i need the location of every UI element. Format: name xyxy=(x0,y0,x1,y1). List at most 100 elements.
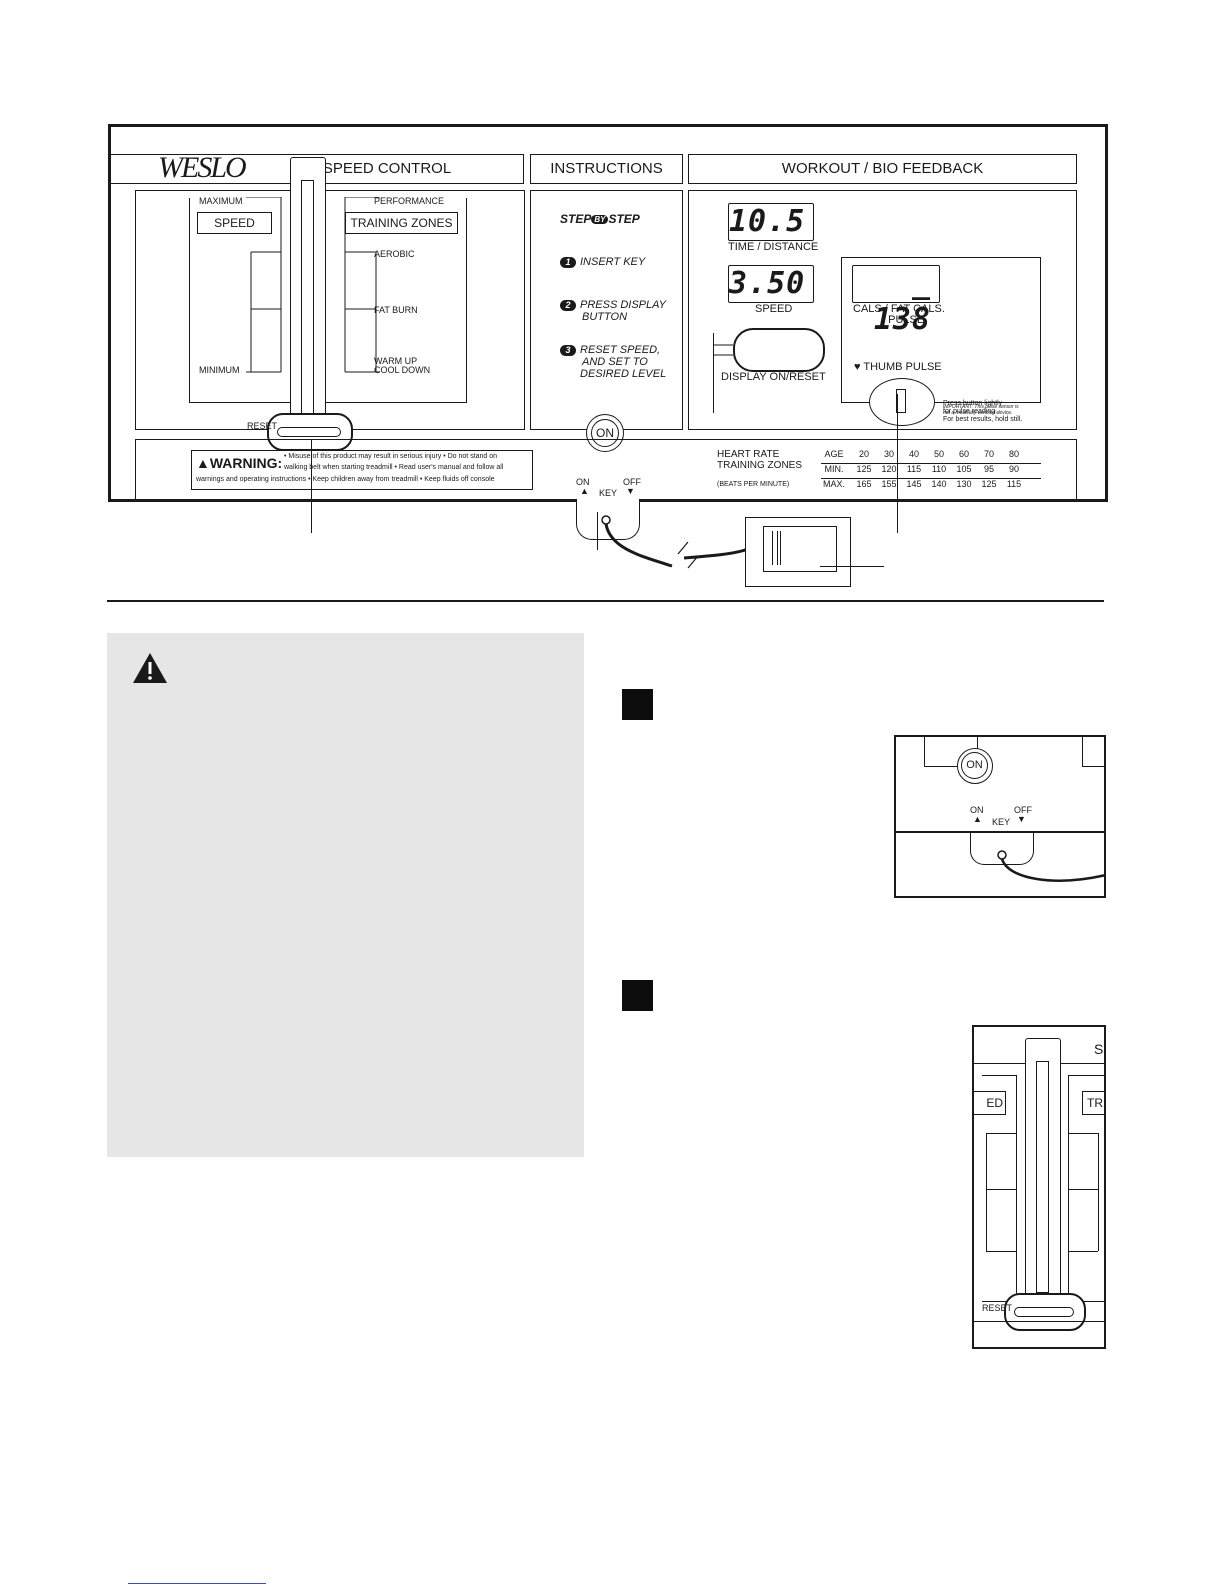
inset-ladder-bottom2 xyxy=(1068,1251,1098,1252)
section-divider xyxy=(107,600,1104,602)
pulse-panel xyxy=(841,257,1041,403)
bottom-strip xyxy=(135,439,1077,500)
hr-subtitle: (BEATS PER MINUTE) xyxy=(717,481,790,488)
key-on-arrow-icon: ▲ xyxy=(580,486,589,496)
hr-age: 50 xyxy=(933,449,944,459)
callout-line-pulse xyxy=(897,394,898,533)
inset-on-button[interactable]: ON xyxy=(957,748,993,784)
instructions-header: INSTRUCTIONS xyxy=(530,154,683,184)
important-line-1: IMPORTANT: This pulse sensor is xyxy=(943,404,1019,410)
inset-ladder-side2 xyxy=(1098,1133,1099,1251)
step-logo-right: STEP xyxy=(608,212,640,226)
display-frame-line xyxy=(713,333,824,413)
fat-burn-label: FAT BURN xyxy=(374,305,418,315)
footer-link-underline[interactable] xyxy=(128,1583,266,1584)
step-marker-2 xyxy=(622,980,653,1011)
step-2-number: 2 xyxy=(560,299,576,311)
aerobic-label: AEROBIC xyxy=(374,249,415,259)
cals-label1: CALS./ FAT CALS. xyxy=(853,303,945,315)
key-cord xyxy=(601,515,758,569)
inset-ladder-rung1 xyxy=(986,1133,1016,1134)
thumb-pulse-label: ♥ THUMB PULSE xyxy=(854,361,942,373)
instructions-title: INSTRUCTIONS xyxy=(550,160,663,177)
key-off-label: OFF xyxy=(623,477,641,487)
speed-slider-handle[interactable] xyxy=(267,413,353,451)
hr-max: 130 xyxy=(956,479,972,489)
inset-key: ON ON OFF ▲ KEY ▼ xyxy=(894,735,1106,898)
hr-max: 155 xyxy=(881,479,897,489)
inset-ladder-side1 xyxy=(986,1133,987,1251)
hr-label-age: AGE xyxy=(824,449,844,459)
hr-min: 115 xyxy=(906,464,922,474)
weslo-logo: WESLO xyxy=(158,151,247,184)
reset-label: RESET xyxy=(247,421,278,431)
warning-triangle-icon: ▲ xyxy=(196,455,210,471)
hr-max: 165 xyxy=(856,479,872,489)
key-off-arrow-icon: ▼ xyxy=(626,486,635,496)
inset-key-holder xyxy=(970,832,1034,865)
display-button-rails xyxy=(713,344,823,356)
important-line-2: not a medically certified device. xyxy=(943,410,1013,416)
hr-title-1: HEART RATE xyxy=(717,449,780,460)
inset-reset-label: RESET xyxy=(982,1303,1013,1313)
speed-display: 3.50 xyxy=(728,265,814,303)
speed-slider-track[interactable] xyxy=(290,157,326,437)
minimum-label: MINIMUM xyxy=(199,365,240,375)
pulse-sensor xyxy=(896,389,906,413)
inset-ladder-bottom1 xyxy=(986,1251,1016,1252)
inset-slider: S ED TR RESET xyxy=(972,1025,1106,1349)
speed-box: SPEED xyxy=(197,212,272,234)
hr-max: 125 xyxy=(981,479,997,489)
safety-key[interactable] xyxy=(745,517,851,587)
warning-title: ▲WARNING: xyxy=(196,455,282,471)
callout-line-key-holder xyxy=(597,512,598,550)
inset-bottom-line xyxy=(974,1321,1104,1322)
workout-title: WORKOUT / BIO FEEDBACK xyxy=(781,160,984,177)
on-button[interactable]: ON xyxy=(586,414,624,452)
inset-ladder-rung4 xyxy=(1068,1189,1098,1190)
step-2-line2: BUTTON xyxy=(582,311,628,323)
warning-triangle-icon xyxy=(133,653,167,683)
step-logo-left: STEP xyxy=(560,212,592,226)
warning-line1: • Misuse of this product may result in s… xyxy=(284,453,498,460)
key-label: KEY xyxy=(599,488,618,498)
inset-off-label: OFF xyxy=(1014,805,1032,815)
safety-key-ridge xyxy=(772,531,778,565)
on-button-inner: ON xyxy=(591,419,619,447)
callout-line-key xyxy=(820,566,884,567)
inset-slider-track[interactable] xyxy=(1025,1038,1061,1310)
step-3-line3: DESIRED LEVEL xyxy=(580,368,667,380)
hr-title-2: TRAINING ZONES xyxy=(717,460,803,471)
pulse-note-1: Press button lightly xyxy=(943,400,1003,407)
inset-key-cord xyxy=(997,850,1104,882)
inset-speed-box: ED xyxy=(974,1091,1006,1115)
hr-row-min: MIN. 125 120 115 110 105 95 90 xyxy=(821,464,1041,479)
inset-key-panel-right xyxy=(1082,737,1104,767)
maximum-label: MAXIMUM xyxy=(199,196,243,206)
inset-ladder-left xyxy=(982,1075,1017,1302)
warning-panel xyxy=(107,633,584,1157)
hr-max: 140 xyxy=(931,479,947,489)
hr-min: 95 xyxy=(983,464,994,474)
display-button[interactable] xyxy=(733,328,825,372)
hr-max: 115 xyxy=(1006,479,1022,489)
warning-title-text: WARNING: xyxy=(209,455,283,471)
workout-panel: 10.5 TIME / DISTANCE 3.50 SPEED DISPLAY … xyxy=(688,190,1077,430)
warning-label: ▲WARNING: • Misuse of this product may r… xyxy=(191,450,533,490)
warning-line2: walking belt when starting treadmill • R… xyxy=(284,464,504,471)
inset-slider-handle[interactable] xyxy=(1004,1293,1086,1331)
hr-row-max: MAX. 165 155 145 140 130 125 115 xyxy=(821,479,1041,493)
display-button-label: DISPLAY ON/RESET xyxy=(721,371,826,383)
workout-header: WORKOUT / BIO FEEDBACK xyxy=(688,154,1077,184)
thumb-pulse-button[interactable] xyxy=(869,378,935,426)
hr-label-max: MAX. xyxy=(822,479,845,489)
step-marker-1 xyxy=(622,689,653,720)
inset-key-label: KEY xyxy=(992,817,1011,827)
cals-display: _ 138 xyxy=(852,265,940,337)
hr-age: 60 xyxy=(958,449,969,459)
